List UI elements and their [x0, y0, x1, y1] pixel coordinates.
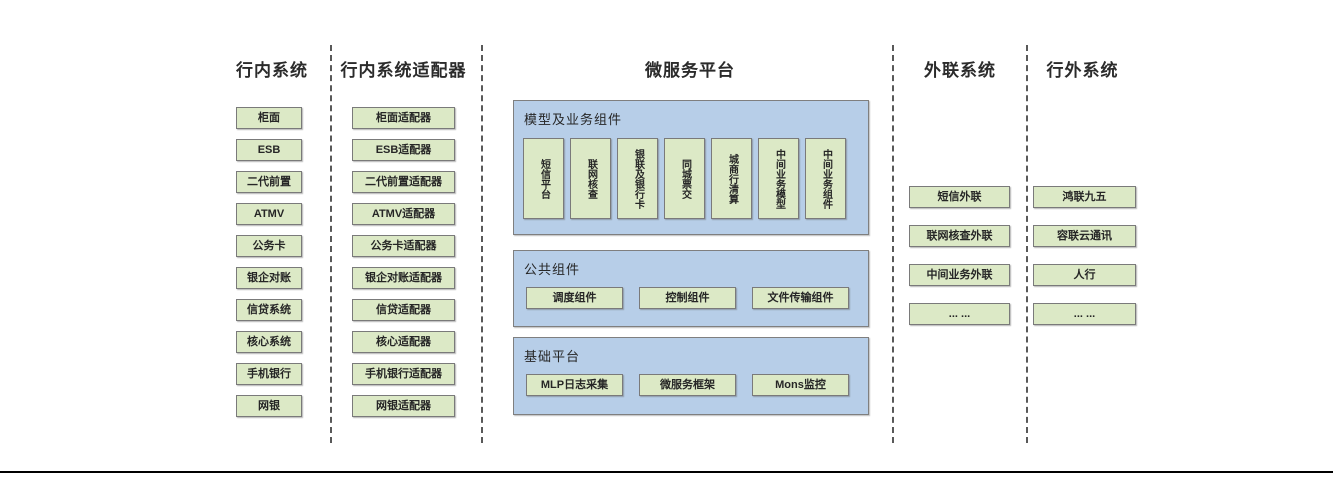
panel-base-platform: 基础平台 MLP日志采集微服务框架 Mons监控	[513, 337, 869, 415]
adapter-box: 银企对账适配器	[352, 267, 455, 289]
system-box: 柜面	[236, 107, 302, 129]
component-box: 调度组件	[526, 287, 623, 309]
outside-system-box: 容联云通讯	[1033, 225, 1136, 247]
outside-systems-list: 鸿联九五容联云通讯人行 ... ...	[1033, 186, 1136, 342]
column-title-microservice-platform: 微服务平台	[645, 61, 735, 80]
column-divider	[1026, 45, 1028, 443]
component-box: 微服务框架	[639, 374, 736, 396]
base-platform-items: MLP日志采集微服务框架 Mons监控	[526, 374, 849, 396]
internal-systems-list: 柜面 ESB 二代前置 ATMV 公务卡银企对账信贷系统核心系统手机银行网银	[236, 107, 302, 427]
panel-label: 模型及业务组件	[524, 112, 623, 127]
system-box: 银企对账	[236, 267, 302, 289]
component-box-vertical: 联网核查	[570, 138, 611, 219]
component-box: MLP日志采集	[526, 374, 623, 396]
system-box: 信贷系统	[236, 299, 302, 321]
adapter-box: 核心适配器	[352, 331, 455, 353]
component-box-vertical: 短信平台	[523, 138, 564, 219]
system-box: 网银	[236, 395, 302, 417]
panel-label: 基础平台	[524, 349, 581, 364]
external-link-box: 中间业务外联	[909, 264, 1010, 286]
adapter-box: ATMV适配器	[352, 203, 455, 225]
system-box: 二代前置	[236, 171, 302, 193]
adapter-box: 公务卡适配器	[352, 235, 455, 257]
column-divider	[330, 45, 332, 443]
panel-model-business-components: 模型及业务组件 短信平台联网核查银联及银行卡同城票交城商行清算中间业务模型中间业…	[513, 100, 869, 235]
adapter-box: 二代前置适配器	[352, 171, 455, 193]
adapter-box: 手机银行适配器	[352, 363, 455, 385]
page-rule	[0, 471, 1333, 473]
adapter-box: 信贷适配器	[352, 299, 455, 321]
common-component-items: 调度组件控制组件文件传输组件	[526, 287, 849, 309]
external-link-box: 联网核查外联	[909, 225, 1010, 247]
external-link-box: 短信外联	[909, 186, 1010, 208]
component-box-vertical: 城商行清算	[711, 138, 752, 219]
component-box-vertical: 同城票交	[664, 138, 705, 219]
system-box: 手机银行	[236, 363, 302, 385]
system-box: 公务卡	[236, 235, 302, 257]
column-divider	[481, 45, 483, 443]
external-link-systems-list: 短信外联联网核查外联中间业务外联 ... ...	[909, 186, 1010, 342]
component-box: 控制组件	[639, 287, 736, 309]
column-divider	[892, 45, 894, 443]
system-box: ESB	[236, 139, 302, 161]
column-title-internal-systems: 行内系统	[236, 61, 308, 80]
adapter-box: ESB适配器	[352, 139, 455, 161]
model-business-items: 短信平台联网核查银联及银行卡同城票交城商行清算中间业务模型中间业务组件	[523, 138, 846, 219]
column-title-internal-system-adapters: 行内系统适配器	[340, 61, 467, 80]
panel-common-components: 公共组件 调度组件控制组件文件传输组件	[513, 250, 869, 327]
component-box-vertical: 中间业务组件	[805, 138, 846, 219]
column-title-outside-systems: 行外系统	[1046, 61, 1119, 80]
system-box: 核心系统	[236, 331, 302, 353]
panel-label: 公共组件	[524, 262, 581, 277]
outside-system-box: 鸿联九五	[1033, 186, 1136, 208]
component-box-vertical: 银联及银行卡	[617, 138, 658, 219]
external-link-box: ... ...	[909, 303, 1010, 325]
component-box: 文件传输组件	[752, 287, 849, 309]
system-box: ATMV	[236, 203, 302, 225]
adapter-box: 网银适配器	[352, 395, 455, 417]
internal-system-adapters-list: 柜面适配器 ESB适配器二代前置适配器 ATMV适配器公务卡适配器银企对账适配器信贷…	[352, 107, 455, 427]
outside-system-box: 人行	[1033, 264, 1136, 286]
column-title-external-link-systems: 外联系统	[924, 61, 996, 80]
outside-system-box: ... ...	[1033, 303, 1136, 325]
component-box-vertical: 中间业务模型	[758, 138, 799, 219]
component-box: Mons监控	[752, 374, 849, 396]
adapter-box: 柜面适配器	[352, 107, 455, 129]
